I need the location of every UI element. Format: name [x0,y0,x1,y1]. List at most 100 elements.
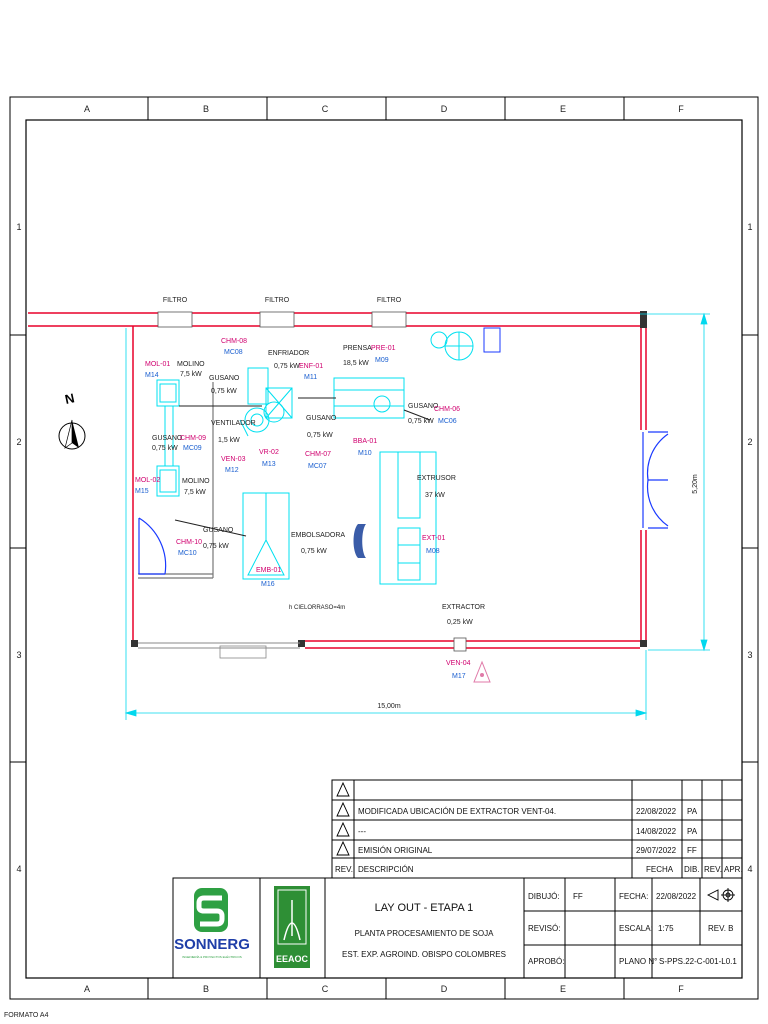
ceiling-height-note: h CIELORRASO=4m [289,605,345,611]
dimension-height: 5,20m [692,474,699,494]
bba01-code: M10 [358,450,372,457]
emb01-tag: EMB-01 [256,567,281,574]
mill-mol02-symbol [156,465,180,497]
ext01-code: M08 [426,548,440,555]
drawing-location: EST. EXP. AGROIND. OBISPO COLOMBRES [342,950,506,959]
sonnerg-logo-subtext: INGENIERÍA & PROYECTOS ELÉCTRICOS [182,954,242,959]
grid-col-bottom-d: D [441,984,448,994]
conveyor-lines [174,397,431,537]
extractor-ven04-symbol [473,660,491,683]
column-s [298,640,305,647]
grid-col-bottom-f: F [678,984,684,994]
mol01-name: MOLINO [177,361,205,368]
chm06-tag: CHM-06 [434,406,460,413]
filter-label-2: FILTRO [265,297,290,304]
grid-row-left-3: 3 [16,650,21,660]
grid-row-right-2: 2 [747,437,752,447]
dibujo-value: FF [573,892,583,901]
enf01-name: ENFRIADOR [268,350,309,357]
ven04-tag: VEN-04 [446,660,471,667]
ext01-tag: EXT-01 [422,535,445,542]
north-arrow-icon: N [58,390,86,450]
rev-row-3-desc: --- [358,827,366,836]
svg-text:N: N [64,390,76,407]
filter-label-3: FILTRO [377,297,402,304]
dimension-lines [124,312,710,720]
title-block [172,877,743,979]
emb01-code: M16 [261,581,275,588]
revision-value: REV. B [708,924,734,933]
chm10-code: MC10 [178,550,197,557]
chm09-tag: CHM-09 [180,435,206,442]
north-wall [28,312,645,327]
pre01-tag: PRE-01 [371,345,396,352]
chm09-power: 0,75 kW [152,445,178,452]
rev-row-2-date: 22/08/2022 [636,807,677,816]
chm07-power: 0,75 kW [307,432,333,439]
grid-row-left-1: 1 [16,222,21,232]
dibujo-label: DIBUJÓ: [528,892,560,901]
rev-header-rev2: REV. [704,865,722,874]
east-wall [640,328,647,640]
enf01-code: M11 [304,374,317,381]
eeaoc-logo: EEAOC [274,886,310,968]
grid-row-right-3: 3 [747,650,752,660]
chm07-tag: CHM-07 [305,451,331,458]
grid-row-right-4: 4 [747,864,752,874]
chm08-code: MC08 [224,349,243,356]
mol01-tag: MOL-01 [145,361,170,368]
mol02-code: M15 [135,488,149,495]
pre01-code: M09 [375,357,389,364]
emb01-name: EMBOLSADORA [291,532,345,539]
fecha-label: FECHA: [619,892,648,901]
ven03-tag: VEN-03 [221,456,246,463]
escala-label: ESCALA: [619,924,653,933]
cooler-enf01-symbol [247,367,293,419]
mol02-name: MOLINO [182,478,210,485]
chm08-tag: CHM-08 [221,338,247,345]
chm08-name: GUSANO [209,375,240,382]
chm09-code: MC09 [183,445,202,452]
grid-col-top-b: B [203,104,209,114]
ven03-name: VENTILADOR [211,420,256,427]
eeaoc-logo-text: EEAOC [276,954,309,964]
mill-mol01-symbol [156,379,180,407]
rev-row-2-dib: PA [687,807,698,816]
rev-row-3-date: 14/08/2022 [636,827,677,836]
chm10-tag: CHM-10 [176,539,202,546]
west-door [138,517,167,575]
enf01-power: 0,75 kW [274,363,300,370]
rev-header-desc: DESCRIPCIÓN [358,865,414,874]
chm07-name: GUSANO [306,415,337,422]
ven04-power: 0,25 kW [447,619,473,626]
rev-row-4-desc: EMISIÓN ORIGINAL [358,846,433,855]
chm06-power: 0,75 kW [408,418,434,425]
chm10-name: GUSANO [203,527,234,534]
conveyor-chm09-symbol [164,405,174,467]
rev-row-3-dib: PA [687,827,698,836]
grid-row-right-1: 1 [747,222,752,232]
south-wall [138,637,640,659]
filter-label-1: FILTRO [163,297,188,304]
fecha-value: 22/08/2022 [656,892,697,901]
rev-row-2-desc: MODIFICADA UBICACIÓN DE EXTRACTOR VENT-0… [358,807,556,816]
pre01-name: PRENSA [343,345,372,352]
mol01-power: 7,5 kW [180,371,202,378]
rev-header-rev: REV. [335,865,353,874]
chm09-name: GUSANO [152,435,183,442]
grid-row-left-4: 4 [16,864,21,874]
vr02-tag: VR-02 [259,449,279,456]
grid-row-left-2: 2 [16,437,21,447]
bagger-emb01-symbol [242,492,290,580]
grid-col-bottom-a: A [84,984,90,994]
chm06-code: MC06 [438,418,457,425]
ext01-power: 37 kW [425,492,445,499]
ext01-name: EXTRUSOR [417,475,456,482]
mol02-tag: MOL-02 [135,477,160,484]
projection-symbol-icon [706,888,735,902]
grid-col-bottom-e: E [560,984,566,994]
vr02-code: M13 [262,461,276,468]
ven04-code: M17 [452,673,466,680]
chm10-power: 0,75 kW [203,543,229,550]
